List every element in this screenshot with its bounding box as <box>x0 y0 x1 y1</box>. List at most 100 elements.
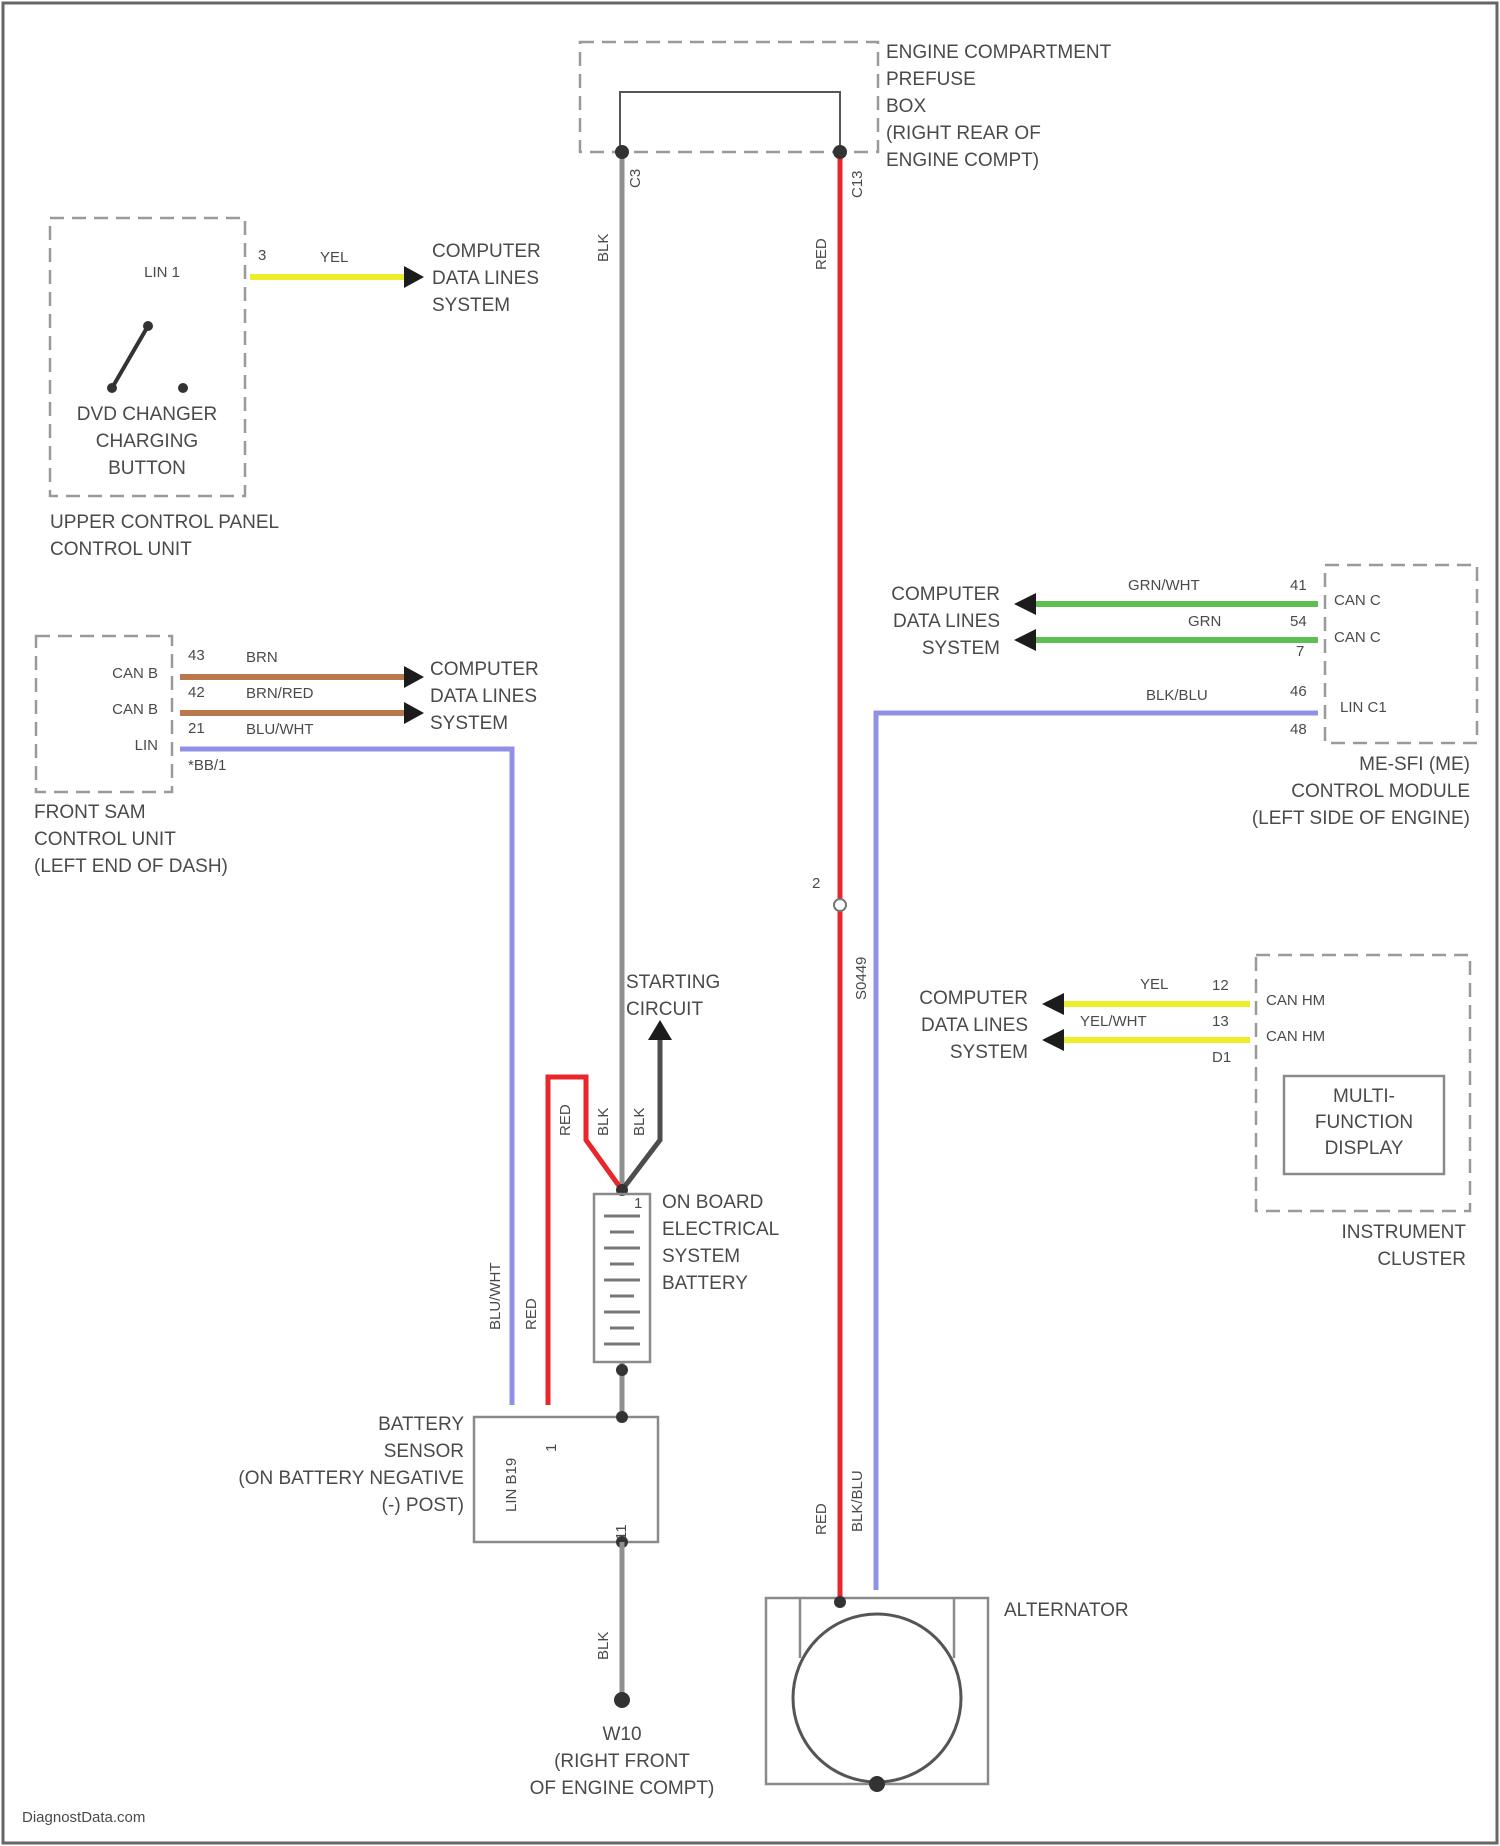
wire-label-brn: BRN <box>246 649 278 666</box>
battery-label-line-2: ELECTRICAL <box>662 1219 779 1240</box>
battery-pin: 1 <box>634 1195 642 1212</box>
me-sfi-module-label: ME-SFI (ME) CONTROL MODULE (LEFT SIDE OF… <box>1252 754 1470 829</box>
cdl2-line-3: SYSTEM <box>430 713 508 734</box>
front-sam-label: FRONT SAM CONTROL UNIT (LEFT END OF DASH… <box>34 802 228 877</box>
battery-negative-node <box>616 1364 628 1376</box>
cdl4-line-1: COMPUTER <box>919 988 1028 1009</box>
multifunction-display-label: MULTI- FUNCTION DISPLAY <box>1315 1086 1413 1159</box>
splice-point <box>834 899 846 911</box>
battery-label-line-1: ON BOARD <box>662 1192 763 1213</box>
switch-icon <box>107 321 188 393</box>
prefuse-label-line-1: ENGINE COMPARTMENT <box>886 42 1112 63</box>
arrow-head-icon <box>1042 1029 1064 1051</box>
arrow-head-icon <box>404 666 424 688</box>
alternator-icon <box>766 1598 988 1792</box>
cdl4-line-3: SYSTEM <box>950 1042 1028 1063</box>
cdl3-line-1: COMPUTER <box>891 584 1000 605</box>
alternator-node <box>834 1596 846 1608</box>
wire-label-red-battery: RED <box>557 1104 574 1136</box>
alternator-label: ALTERNATOR <box>1004 1600 1129 1621</box>
sam-pin-bb1: *BB/1 <box>188 757 226 774</box>
sam-label-line-3: (LEFT END OF DASH) <box>34 856 228 877</box>
me-can-c-2: CAN C <box>1334 629 1381 646</box>
wire-label-bluwht: BLU/WHT <box>246 721 314 738</box>
arrow-head-icon <box>404 702 424 724</box>
sensor-top-node <box>616 1411 628 1423</box>
sensor-label-line-2: SENSOR <box>384 1441 464 1462</box>
me-label-line-1: ME-SFI (ME) <box>1359 754 1470 775</box>
wire-label-grn: GRN <box>1188 613 1221 630</box>
cdl1-line-3: SYSTEM <box>432 295 510 316</box>
sensor-label-line-3: (ON BATTERY NEGATIVE <box>238 1468 464 1489</box>
wire-label-blk-ground: BLK <box>595 1632 612 1660</box>
prefuse-label-line-2: PREFUSE <box>886 69 976 90</box>
prefuse-label-line-5: ENGINE COMPT) <box>886 150 1039 171</box>
starting-label-line-2: CIRCUIT <box>626 999 703 1020</box>
me-pin-7: 7 <box>1296 643 1304 660</box>
sensor-pin-1: 1 <box>543 1444 560 1452</box>
battery-sensor-box <box>474 1417 658 1542</box>
me-lin-c1: LIN C1 <box>1340 699 1387 716</box>
wire-label-blkblu: BLK/BLU <box>1146 687 1208 704</box>
arrow-head-icon <box>1042 993 1064 1015</box>
me-label-line-2: CONTROL MODULE <box>1291 781 1470 802</box>
pin-c3: C3 <box>627 169 644 188</box>
ic-pin-12: 12 <box>1212 977 1229 994</box>
battery-label-line-4: BATTERY <box>662 1273 748 1294</box>
sensor-lin-pin: LIN B19 <box>503 1458 520 1512</box>
prefuse-box <box>580 42 878 152</box>
sam-pin-43: 43 <box>188 647 205 664</box>
mfd-label-line-3: DISPLAY <box>1325 1138 1404 1159</box>
sam-pin-42: 42 <box>188 684 205 701</box>
cdl2-line-1: COMPUTER <box>430 659 539 680</box>
starting-label-line-1: STARTING <box>626 972 720 993</box>
sam-can-b-2: CAN B <box>112 701 158 718</box>
wire-label-bluwht-vertical: BLU/WHT <box>487 1263 504 1331</box>
sam-pin-21: 21 <box>188 720 205 737</box>
splice-pin: 2 <box>812 875 820 892</box>
sensor-label-line-4: (-) POST) <box>382 1495 464 1516</box>
wire-label-blkblu-vertical: BLK/BLU <box>849 1470 866 1532</box>
ground-label-line-1: W10 <box>602 1724 641 1745</box>
wire-label-red-sensor: RED <box>523 1298 540 1330</box>
instrument-cluster-label: INSTRUMENT CLUSTER <box>1341 1222 1466 1270</box>
upper-control-panel-label: UPPER CONTROL PANEL CONTROL UNIT <box>50 512 279 560</box>
splice-label: S0449 <box>853 957 870 1000</box>
wire-label-blk-mid: BLK <box>595 1108 612 1136</box>
arrow-head-icon <box>404 266 424 288</box>
ucp-label-line-1: UPPER CONTROL PANEL <box>50 512 279 533</box>
bluwht-wire-lin <box>180 749 512 1405</box>
battery-cells-icon <box>604 1216 640 1344</box>
computer-data-lines-1: COMPUTER DATA LINES SYSTEM <box>432 241 541 316</box>
me-pin-46: 46 <box>1290 683 1307 700</box>
footer-watermark: DiagnostData.com <box>22 1809 145 1826</box>
battery-box <box>594 1194 650 1362</box>
dvd-label-line-3: BUTTON <box>108 458 186 479</box>
prefuse-internal-link <box>620 92 840 152</box>
computer-data-lines-3: COMPUTER DATA LINES SYSTEM <box>891 584 1000 659</box>
arrow-head-icon <box>1014 593 1036 615</box>
computer-data-lines-2: COMPUTER DATA LINES SYSTEM <box>430 659 539 734</box>
ic-label-line-1: INSTRUMENT <box>1341 1222 1466 1243</box>
battery-label: ON BOARD ELECTRICAL SYSTEM BATTERY <box>662 1192 779 1294</box>
cdl3-line-3: SYSTEM <box>922 638 1000 659</box>
mfd-label-line-1: MULTI- <box>1333 1086 1395 1107</box>
me-pin-41: 41 <box>1290 577 1307 594</box>
cdl2-line-2: DATA LINES <box>430 686 537 707</box>
arrow-head-icon <box>1014 629 1036 651</box>
cdl1-line-1: COMPUTER <box>432 241 541 262</box>
computer-data-lines-4: COMPUTER DATA LINES SYSTEM <box>919 988 1028 1063</box>
wire-label-grnwht: GRN/WHT <box>1128 577 1200 594</box>
ic-label-line-2: CLUSTER <box>1377 1249 1466 1270</box>
blkblu-wire-lin-c1 <box>876 713 1318 1590</box>
prefuse-box-label: ENGINE COMPARTMENT PREFUSE BOX (RIGHT RE… <box>886 42 1112 171</box>
prefuse-node-right <box>833 145 847 159</box>
page-frame <box>3 3 1497 1843</box>
cdl3-line-2: DATA LINES <box>893 611 1000 632</box>
ic-pin-d1: D1 <box>1212 1049 1231 1066</box>
sam-lin: LIN <box>135 737 158 754</box>
wire-label-red-top: RED <box>813 238 830 270</box>
upper-control-panel-box <box>50 218 245 496</box>
ground-label-line-2: (RIGHT FRONT <box>554 1751 690 1772</box>
wire-label-yelwht: YEL/WHT <box>1080 1013 1147 1030</box>
